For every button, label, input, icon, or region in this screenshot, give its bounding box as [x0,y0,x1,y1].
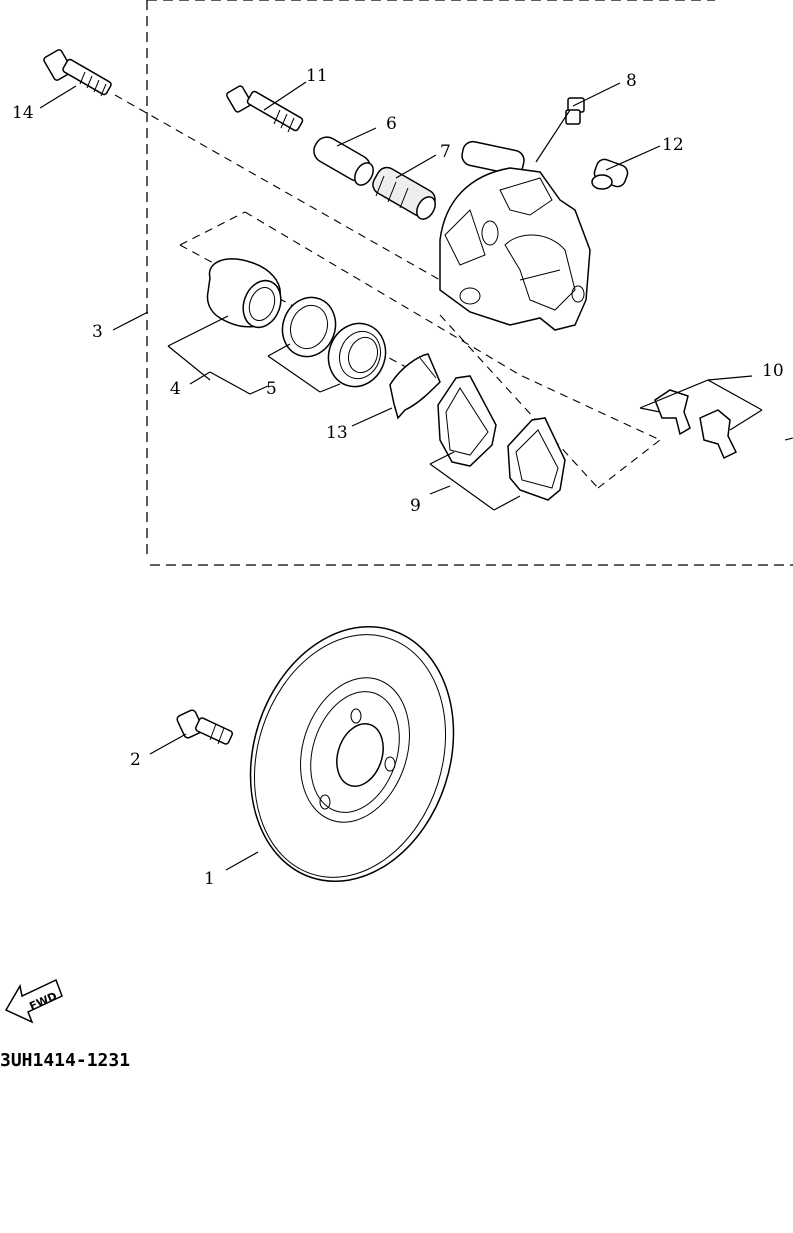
pad-shim-13 [389,353,441,420]
boot-7 [372,166,436,220]
leader-lines [39,81,763,871]
callout-labels: 14 11 6 7 8 12 3 4 5 13 9 10 2 1 [12,66,784,889]
callout-5: 5 [266,379,277,399]
brake-disc-1 [249,625,455,883]
disc-bolt-2 [176,709,234,745]
callout-2: 2 [130,750,141,770]
callout-10: 10 [762,361,784,381]
brake-pad-9b [507,417,566,501]
piston-seal-5b [327,322,387,388]
piston-4 [206,258,282,329]
callout-1: 1 [204,869,215,889]
bolt-14 [43,49,112,97]
callout-11: 11 [306,66,328,86]
sleeve-6 [313,136,374,186]
diagram-part-code: 3UH1414-1231 [0,1050,130,1071]
cap-12 [591,158,629,190]
caliper-body [439,140,591,331]
fwd-arrow-icon: FWD [4,978,63,1024]
callout-3: 3 [92,322,103,342]
brake-pad-9a [437,375,497,467]
pad-clip-10a [654,389,691,436]
callout-12: 12 [662,135,684,155]
callout-7: 7 [440,142,451,162]
piston-seal-5a [281,296,337,358]
callout-13: 13 [326,423,348,443]
caliper-assembly-border [146,0,793,566]
callout-14: 14 [12,103,34,123]
bolt-11 [226,85,304,133]
callout-8: 8 [626,71,637,91]
pad-clip-10b [699,409,738,460]
callout-4: 4 [170,379,181,399]
callout-9: 9 [410,496,421,516]
callout-6: 6 [386,114,397,134]
